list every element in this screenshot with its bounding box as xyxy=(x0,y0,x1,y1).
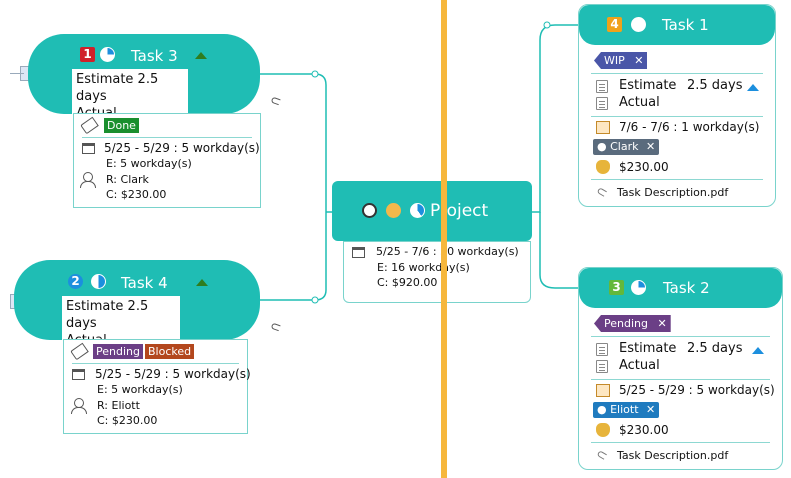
project-cost: C: $920.00 xyxy=(377,276,438,289)
list-icon xyxy=(596,343,608,356)
progress-pie-icon xyxy=(631,280,646,295)
tag-wip[interactable]: WIP ✕ xyxy=(594,52,648,69)
resource-chip-label: Eliott xyxy=(610,403,639,416)
task3-estimate: Estimate 2.5 days xyxy=(76,72,159,104)
project-effort: E: 16 workday(s) xyxy=(377,261,470,274)
triangle-up-icon xyxy=(195,52,207,59)
person-icon-body xyxy=(80,181,96,188)
project-info-card: 5/25 - 7/6 : 30 workday(s) E: 16 workday… xyxy=(343,241,531,303)
note-connector xyxy=(10,73,24,74)
calendar-icon xyxy=(352,247,365,258)
paperclip-icon: ⊂ xyxy=(592,183,610,202)
resource-icon xyxy=(386,203,401,218)
task4-title: Task 4 xyxy=(121,274,168,292)
close-icon[interactable]: ✕ xyxy=(645,140,656,153)
close-icon[interactable]: ✕ xyxy=(634,54,644,67)
task3-title: Task 3 xyxy=(131,47,178,65)
task4-cost: C: $230.00 xyxy=(97,414,158,427)
priority-2-icon: 2 xyxy=(68,274,83,289)
tag-done[interactable]: Done xyxy=(104,118,139,133)
progress-pie-icon xyxy=(100,47,115,62)
close-icon[interactable]: ✕ xyxy=(646,403,656,416)
tag-pending-label: Pending xyxy=(604,317,648,330)
progress-pie-icon xyxy=(410,203,425,218)
list-icon xyxy=(596,80,608,93)
calendar-icon xyxy=(596,121,610,134)
task2-estimate-value: 2.5 days xyxy=(687,341,743,356)
task1-estimate-value: 2.5 days xyxy=(687,78,743,93)
task2-attachment[interactable]: Task Description.pdf xyxy=(617,449,729,462)
clock-icon xyxy=(362,203,377,218)
task1-actual: Actual xyxy=(619,95,660,110)
resource-chip-clark[interactable]: ● Clark ✕ xyxy=(593,139,660,155)
resource-chip-eliott[interactable]: ● Eliott ✕ xyxy=(593,402,660,418)
priority-4-icon: 4 xyxy=(607,17,622,32)
paperclip-icon: ⊂ xyxy=(592,446,610,465)
resource-chip-label: Clark xyxy=(610,140,639,153)
task3-dates: 5/25 - 5/29 : 5 workday(s) xyxy=(104,141,260,155)
triangle-up-icon xyxy=(196,279,208,286)
task2-estimate-label: Estimate xyxy=(619,341,677,356)
list-icon xyxy=(596,360,608,373)
money-bag-icon xyxy=(596,160,610,174)
task1-estimate-label: Estimate xyxy=(619,78,677,93)
calendar-icon xyxy=(72,369,85,380)
tag-blocked[interactable]: Blocked xyxy=(144,344,195,359)
task2-dates: 5/25 - 5/29 : 5 workday(s) xyxy=(619,383,775,397)
task1-title: Task 1 xyxy=(662,16,709,34)
triangle-up-icon[interactable] xyxy=(747,84,759,91)
calendar-icon xyxy=(596,384,610,397)
tag-wip-label: WIP xyxy=(604,54,625,67)
task1-cost: $230.00 xyxy=(619,160,669,174)
task1-header: 4 Task 1 xyxy=(579,5,775,45)
project-topic[interactable]: Project xyxy=(332,181,532,241)
task1-dates: 7/6 - 7/6 : 1 workday(s) xyxy=(619,120,760,134)
progress-pie-icon xyxy=(91,274,106,289)
task3-resource: R: Clark xyxy=(106,173,149,186)
project-title: Project xyxy=(430,201,489,221)
task3-topic[interactable]: 1 Task 3 Estimate 2.5 days Actual xyxy=(28,34,260,124)
task1-attachment[interactable]: Task Description.pdf xyxy=(617,186,729,199)
task4-topic[interactable]: 2 Task 4 Estimate 2.5 days Actual xyxy=(14,260,260,351)
tag-icon xyxy=(80,116,99,135)
task2-cost: $230.00 xyxy=(619,423,669,437)
task4-effort: E: 5 workday(s) xyxy=(97,383,183,396)
priority-3-icon: 3 xyxy=(609,280,624,295)
split-divider[interactable] xyxy=(441,0,447,478)
tag-icon xyxy=(70,342,89,361)
task3-effort: E: 5 workday(s) xyxy=(106,157,192,170)
tag-pending[interactable]: Pending ✕ xyxy=(594,315,671,332)
calendar-icon xyxy=(82,143,95,154)
task2-title: Task 2 xyxy=(663,279,710,297)
tag-pending[interactable]: Pending xyxy=(93,344,143,359)
task4-dates: 5/25 - 5/29 : 5 workday(s) xyxy=(95,367,251,381)
person-icon-body xyxy=(71,407,87,414)
task3-info-card: Done 5/25 - 5/29 : 5 workday(s) E: 5 wor… xyxy=(73,113,261,208)
progress-pie-icon xyxy=(631,17,646,32)
task4-estimate: Estimate 2.5 days xyxy=(66,299,149,331)
money-bag-icon xyxy=(596,423,610,437)
task1-card[interactable]: 4 Task 1 WIP ✕ Estimate 2.5 days Actual … xyxy=(578,4,776,207)
close-icon[interactable]: ✕ xyxy=(657,317,667,330)
list-icon xyxy=(596,97,608,110)
task2-header: 3 Task 2 xyxy=(579,268,782,308)
task2-card[interactable]: 3 Task 2 Pending ✕ Estimate 2.5 days Act… xyxy=(578,267,783,470)
person-icon: ● xyxy=(597,403,607,416)
task4-resource: R: Eliott xyxy=(97,399,140,412)
triangle-up-icon[interactable] xyxy=(752,347,764,354)
priority-1-icon: 1 xyxy=(80,47,95,62)
task3-cost: C: $230.00 xyxy=(106,188,167,201)
person-icon: ● xyxy=(597,140,607,153)
task2-actual: Actual xyxy=(619,358,660,373)
project-dates: 5/25 - 7/6 : 30 workday(s) xyxy=(376,245,519,258)
